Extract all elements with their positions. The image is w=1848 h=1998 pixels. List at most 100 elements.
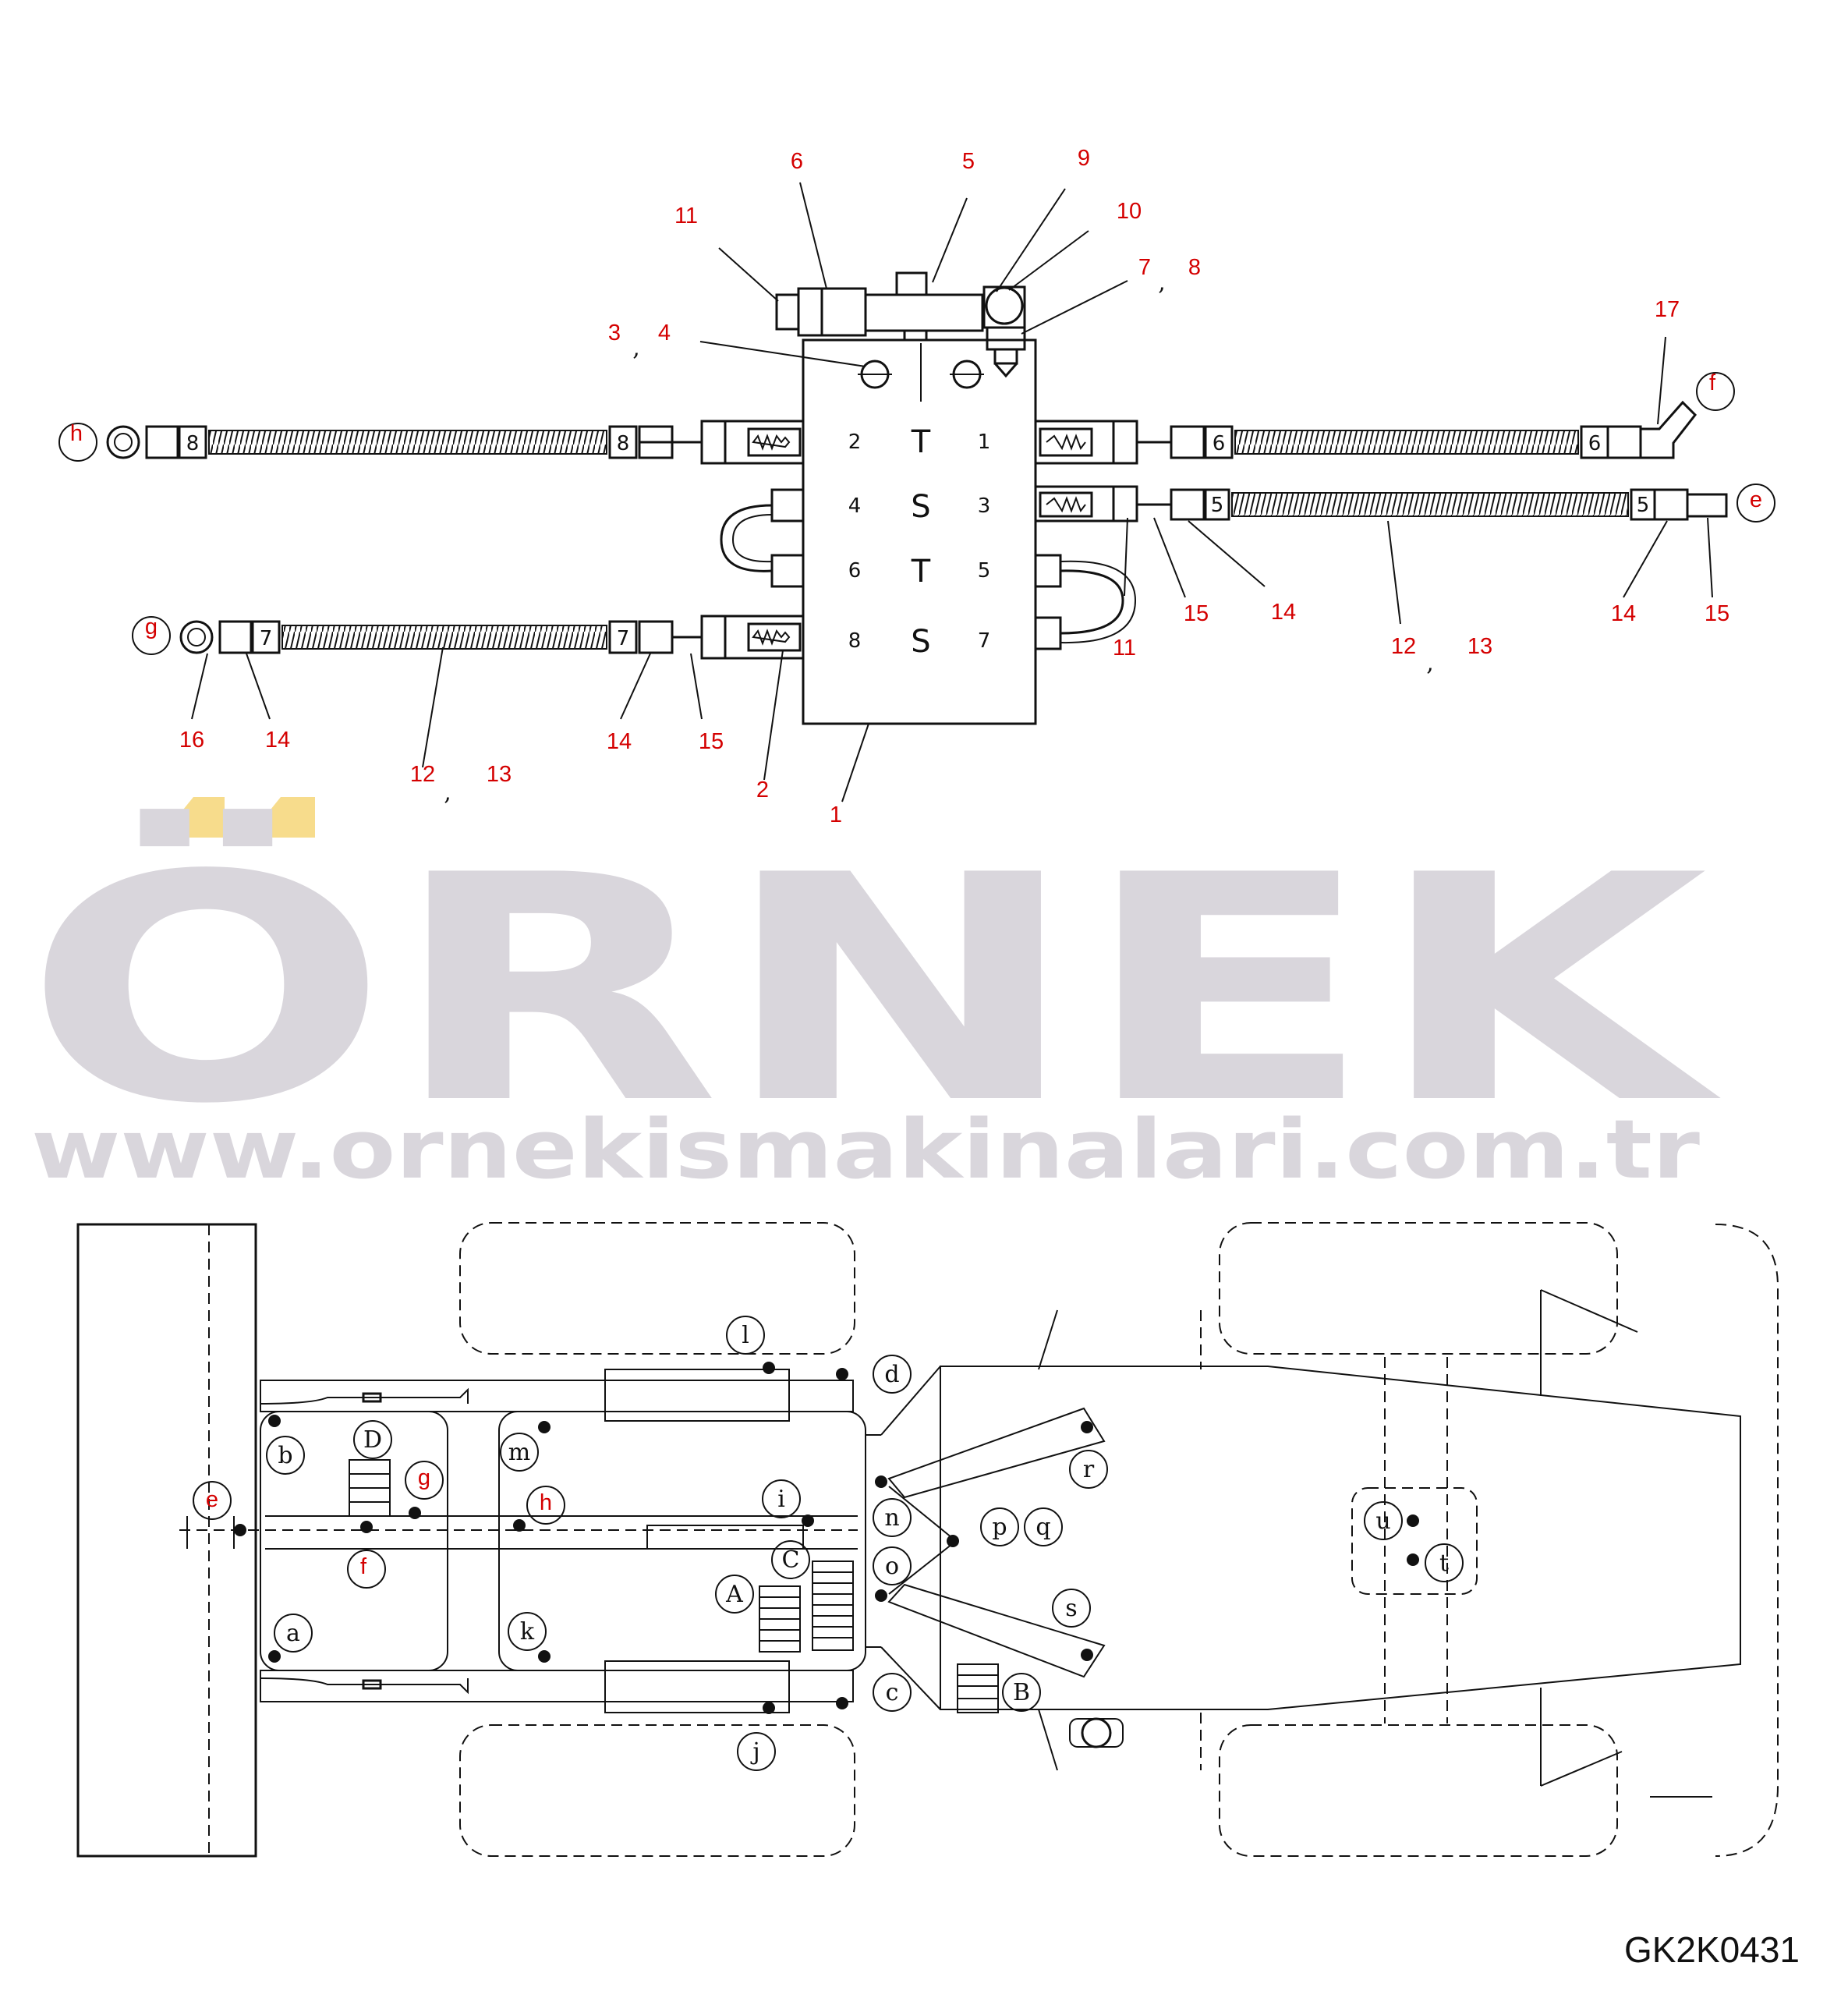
port-3: 3 <box>978 494 991 518</box>
hose-end-g: g <box>145 615 158 639</box>
watermark-brand: ÖRNEK <box>23 806 1724 1172</box>
point-l: l <box>742 1322 749 1349</box>
point-b: b <box>278 1442 292 1469</box>
callout-11-top: 11 <box>674 204 698 228</box>
callout-5: 5 <box>962 149 975 174</box>
callout-3: 3 <box>608 321 621 345</box>
point-C: C <box>782 1546 800 1574</box>
point-c: c <box>886 1679 899 1706</box>
port-2: 2 <box>848 430 862 454</box>
hose-7: 7 7 <box>179 620 702 654</box>
callout-15-right: 15 <box>1705 601 1729 626</box>
callout-17: 17 <box>1655 297 1680 322</box>
svg-text:,: , <box>1158 269 1166 296</box>
point-labels: b a e f g D h m k l j i C A <box>193 1316 1464 1771</box>
hose-end-h: h <box>70 421 83 446</box>
svg-text:,: , <box>1426 650 1434 677</box>
point-h: h <box>540 1490 552 1515</box>
fitting-list-B <box>957 1663 999 1713</box>
port-7: 7 <box>978 629 991 653</box>
callout-12-left: 12 <box>410 762 435 787</box>
drawing-code: GK2K0431 <box>1624 1929 1800 1970</box>
port-S-top: S <box>911 489 930 525</box>
fitting-list-C <box>812 1560 854 1651</box>
callout-13-right: 13 <box>1467 634 1492 659</box>
point-d: d <box>884 1361 899 1388</box>
callout-12-right: 12 <box>1391 634 1416 659</box>
svg-text:7: 7 <box>617 627 630 650</box>
point-u: u <box>1375 1507 1390 1535</box>
valve-block <box>802 338 1037 725</box>
callout-2: 2 <box>756 778 769 802</box>
point-t: t <box>1439 1550 1449 1577</box>
point-B: B <box>1013 1679 1030 1706</box>
connection-dots <box>234 1362 1419 1714</box>
hose-5: 5 5 <box>1137 488 1728 521</box>
svg-text:7: 7 <box>260 627 273 650</box>
callout-14-right: 14 <box>1611 601 1636 626</box>
machine-plan: b a e f g D h m k l j i C A <box>76 1222 1779 1858</box>
brand-accent-1 <box>161 797 225 838</box>
point-m: m <box>508 1439 530 1466</box>
callout-15-bottom: 15 <box>699 729 724 754</box>
svg-text:8: 8 <box>186 432 200 455</box>
port-T-bottom: T <box>911 554 931 590</box>
valve-assembly: 2 T 1 4 S 3 6 T 5 8 S 7 <box>700 271 1138 725</box>
svg-text:5: 5 <box>1637 494 1650 517</box>
callout-4: 4 <box>658 321 671 345</box>
callout-14-bottom: 14 <box>607 729 632 754</box>
watermark-url: www.ornekismakinalari.com.tr <box>31 1102 1700 1197</box>
port-1: 1 <box>978 430 991 454</box>
hose-end-e: e <box>1750 487 1762 512</box>
callout-14-left: 14 <box>265 728 290 753</box>
callout-14-mid: 14 <box>1271 600 1296 625</box>
callout-16: 16 <box>179 728 204 753</box>
callout-8-top: 8 <box>1188 255 1201 280</box>
svg-text:6: 6 <box>1213 432 1226 455</box>
point-o: o <box>885 1553 899 1580</box>
point-r: r <box>1083 1456 1095 1483</box>
port-S-bottom: S <box>911 624 930 660</box>
port-4: 4 <box>848 494 862 518</box>
callout-15-mid: 15 <box>1184 601 1209 626</box>
port-6: 6 <box>848 559 862 583</box>
hose-end-markers: h g f e <box>58 370 1775 655</box>
svg-text:,: , <box>444 779 451 806</box>
callout-7-top: 7 <box>1138 255 1151 280</box>
watermark: ÖRNEK www.ornekismakinalari.com.tr <box>23 797 1724 1197</box>
point-n: n <box>884 1504 899 1532</box>
callout-9: 9 <box>1078 146 1090 171</box>
point-i: i <box>777 1486 785 1513</box>
hose-end-f: f <box>1709 370 1716 395</box>
port-8: 8 <box>848 629 862 653</box>
fitting-list-A <box>759 1585 801 1653</box>
svg-text:8: 8 <box>617 432 630 455</box>
brand-accent-2 <box>248 797 315 838</box>
port-T-top: T <box>911 424 931 460</box>
callout-10: 10 <box>1117 199 1142 224</box>
callout-6: 6 <box>791 149 803 174</box>
point-D: D <box>363 1426 382 1454</box>
point-f: f <box>360 1554 367 1579</box>
hose-6: 6 6 <box>1137 400 1697 459</box>
port-5: 5 <box>978 559 991 583</box>
point-q: q <box>1036 1514 1050 1541</box>
point-k: k <box>520 1618 535 1646</box>
callout-1: 1 <box>830 802 842 827</box>
point-e: e <box>206 1487 218 1512</box>
svg-text:,: , <box>632 335 640 362</box>
leader-lines <box>191 182 1713 802</box>
fitting-list-D <box>349 1459 391 1517</box>
callout-numbers: 6 5 9 11 10 7 , 8 3 , 4 17 11 15 14 12 ,… <box>179 146 1729 827</box>
point-a: a <box>286 1620 300 1647</box>
svg-text:6: 6 <box>1588 432 1602 455</box>
point-s: s <box>1065 1595 1077 1622</box>
point-p: p <box>992 1514 1007 1541</box>
svg-text:5: 5 <box>1211 494 1224 517</box>
callout-11-mid: 11 <box>1113 636 1136 661</box>
point-j: j <box>750 1738 759 1766</box>
point-g: g <box>418 1465 430 1490</box>
hose-8: 8 8 <box>106 425 702 459</box>
callout-13-left: 13 <box>487 762 512 787</box>
